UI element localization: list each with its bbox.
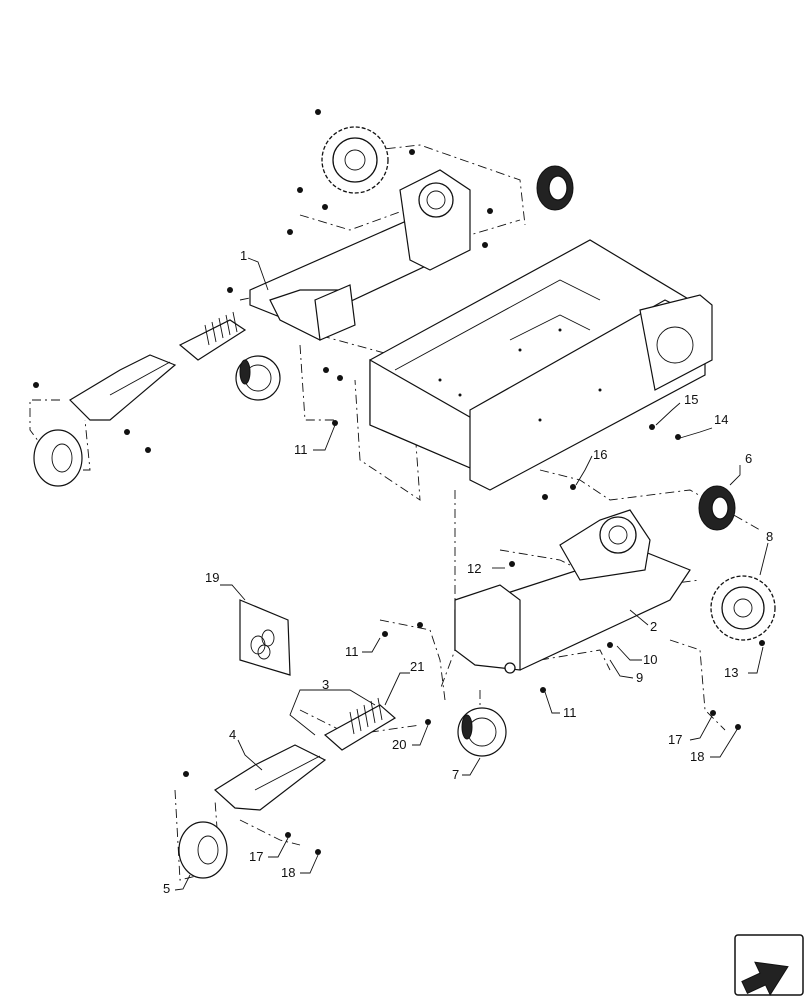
callout-16: 16 [593,447,607,462]
callout-2: 2 [650,619,657,634]
roller-upper [235,355,281,401]
callout-labels: 1 2 3 4 5 6 7 8 9 10 11 11 11 12 13 14 1… [163,248,773,896]
seal-kit-bag [239,599,291,676]
track-frame-lower [454,509,691,674]
callout-4: 4 [229,727,236,742]
callout-11-upper: 11 [294,442,308,457]
main-frame [369,239,713,491]
callout-10: 10 [643,652,657,667]
track-frame-upper [249,169,471,341]
callout-14: 14 [714,412,728,427]
callout-17-right: 17 [668,732,682,747]
callout-5: 5 [163,881,170,896]
callout-17-left: 17 [249,849,263,864]
callout-20: 20 [392,737,406,752]
callout-18-right: 18 [690,749,704,764]
hardware-bolts [33,109,765,855]
idler-upper-right [536,165,574,211]
callout-7: 7 [452,767,459,782]
callout-21: 21 [410,659,424,674]
callout-13: 13 [724,665,738,680]
callout-18-left: 18 [281,865,295,880]
idler-wheel-lower-left [178,821,228,879]
callout-19: 19 [205,570,219,585]
roller-lower [457,707,507,757]
callout-11-lower: 11 [563,705,577,720]
callout-15: 15 [684,392,698,407]
callout-leaders [174,257,769,891]
callout-6: 6 [745,451,752,466]
callout-11-mid: 11 [345,644,359,659]
callout-12: 12 [467,561,481,576]
tensioner-spring-upper [178,311,247,361]
idler-wheel-upper-left [33,429,83,487]
sprocket-lower-right [710,575,776,641]
idler-lower-right [698,485,736,531]
callout-3: 3 [322,677,329,692]
callout-1: 1 [240,248,247,263]
tensioner-spring-lower [323,697,397,751]
callout-8: 8 [766,529,773,544]
idler-yoke-lower [214,744,327,811]
callout-9: 9 [636,670,643,685]
sprocket-upper [321,126,389,194]
idler-yoke-upper [69,354,177,421]
next-page-arrow-icon[interactable] [734,934,804,1000]
